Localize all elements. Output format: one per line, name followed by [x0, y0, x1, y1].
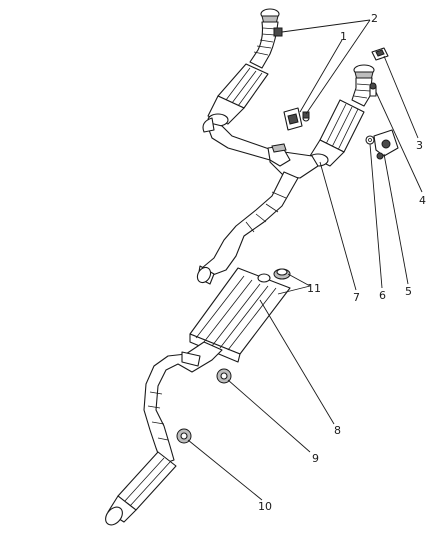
part-10-clamp: [176, 428, 192, 444]
tailpipe-resonator: [105, 341, 223, 526]
part-5-hanger: [373, 129, 399, 160]
y-pipe-intermediate: [196, 143, 319, 285]
callout-10: 10: [258, 500, 272, 513]
callout-7: 7: [353, 291, 360, 304]
callout-8: 8: [334, 424, 341, 437]
callout-1: 1: [340, 30, 347, 43]
part-6-washer: [365, 135, 375, 145]
part-3-clip: [371, 47, 389, 61]
part-9-clamp: [216, 368, 232, 384]
callout-3: 3: [416, 139, 423, 152]
part-4-stud: [369, 82, 377, 97]
part-2-nut: [273, 27, 283, 37]
callout-11: 11: [307, 282, 321, 295]
left-downpipe-converter: [202, 8, 280, 161]
callout-9: 9: [312, 452, 319, 465]
callout-5: 5: [405, 285, 412, 298]
right-downpipe-converter: [307, 64, 375, 167]
callout-4: 4: [419, 194, 426, 207]
part-2-nut-lower: [302, 111, 310, 119]
leader-lines: [187, 19, 423, 501]
callout-6: 6: [379, 289, 386, 302]
callout-2: 2: [371, 12, 378, 25]
part-1-bracket: [283, 107, 310, 131]
part-11-hanger-upper: [273, 268, 291, 280]
